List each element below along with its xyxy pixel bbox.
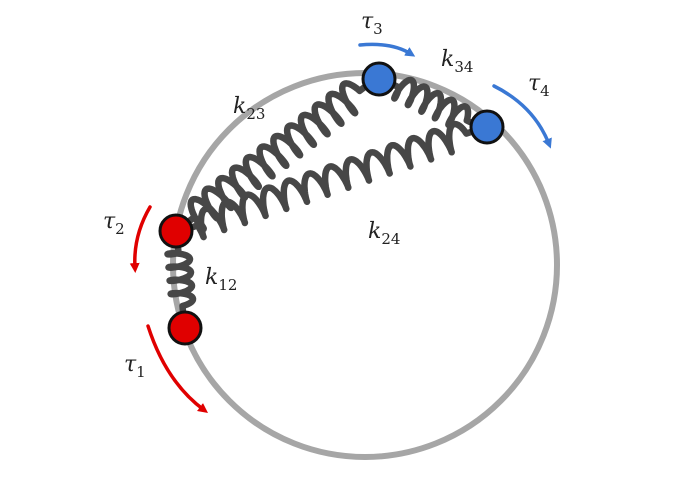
- label-k12: k12: [205, 265, 237, 294]
- springs: [164, 76, 478, 316]
- label-tau1: τ1: [124, 352, 146, 381]
- spring-k23: [184, 80, 370, 233]
- mass-1: [167, 310, 203, 346]
- tau2-arrow: [129, 205, 152, 273]
- spring-k12: [164, 243, 197, 316]
- mass-3: [361, 61, 397, 97]
- label-k34: k34: [441, 47, 473, 76]
- masses: [158, 61, 505, 346]
- tau4-arrow: [492, 84, 552, 149]
- torque-arrows: [129, 42, 552, 413]
- label-tau2: τ2: [103, 209, 125, 238]
- spring-k24: [186, 120, 478, 241]
- label-k23: k23: [233, 94, 265, 123]
- tau3-arrow: [358, 42, 416, 57]
- label-tau3: τ3: [361, 9, 383, 38]
- mass-4: [469, 109, 505, 145]
- tau1-arrow: [146, 324, 209, 413]
- label-k24: k24: [368, 219, 400, 248]
- label-tau4: τ4: [528, 71, 550, 100]
- mass-2: [158, 213, 194, 249]
- spring-k34: [388, 76, 478, 129]
